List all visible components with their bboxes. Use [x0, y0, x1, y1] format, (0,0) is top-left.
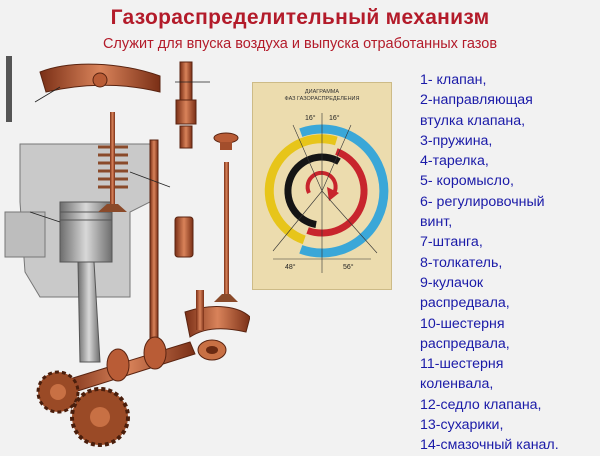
oil-channel-part — [197, 339, 227, 361]
intake-phase-arc — [264, 134, 338, 245]
legend-line: 10-шестерня — [420, 315, 505, 332]
legend-line: 11-шестерня — [420, 356, 504, 373]
lower-rocker — [184, 290, 251, 338]
legend-line: 12-седло клапана, — [420, 396, 542, 413]
angle-guide-lines — [272, 113, 378, 273]
technical-reference-text — [6, 56, 12, 122]
parts-legend: 1- клапан, 2-направляющая втулка клапана, 3… — [420, 70, 600, 456]
legend-line: коленвала, — [420, 376, 494, 393]
valve — [98, 112, 127, 212]
legend-line: распредвала, — [420, 335, 510, 352]
valve-mechanism-illustration — [0, 52, 251, 450]
legend-line: 14-смазочный канал. — [420, 437, 559, 454]
legend-line: 6- регулировочный — [420, 193, 545, 210]
compression-stroke-arc — [284, 153, 341, 228]
legend-line: винт, — [420, 214, 453, 231]
tappet — [174, 216, 194, 258]
legend-line: 13-сухарики, — [420, 417, 504, 434]
spare-valve — [214, 162, 238, 302]
legend-line: 2-направляющая — [420, 92, 533, 109]
callout-lines — [29, 81, 210, 223]
power-stroke-arc — [306, 148, 368, 237]
legend-line: 5- коромысло, — [420, 173, 514, 190]
angle-label-bottom-right: 56° — [343, 263, 354, 271]
legend-line: втулка клапана, — [420, 112, 526, 129]
legend-line: 3-пружина, — [420, 132, 493, 149]
legend-line: распредвала, — [420, 295, 510, 312]
legend-line: 4-тарелка, — [420, 153, 489, 170]
valve-plate — [213, 132, 239, 150]
camshaft-gear — [70, 387, 130, 447]
timing-diagram-heading-1: ДИАГРАММА — [305, 89, 339, 95]
legend-line: 9-кулачок — [420, 274, 484, 291]
page-title: Газораспределительный механизм — [110, 6, 490, 29]
crankshaft-gear — [36, 370, 80, 414]
exhaust-phase-arc — [299, 124, 389, 258]
legend-line: 1- клапан, — [420, 72, 487, 88]
angle-label-bottom-left: 48° — [285, 263, 296, 271]
rotation-arrow — [305, 170, 338, 197]
timing-diagram-heading-2: ФАЗ ГАЗОРАСПРЕДЕЛЕНИЯ — [285, 96, 360, 102]
legend-line: 7-штанга, — [420, 234, 483, 251]
angle-label-top-left: 16° — [305, 114, 316, 122]
piston — [59, 201, 113, 363]
adjusting-screw — [175, 61, 197, 149]
angle-label-top-right: 16° — [329, 114, 340, 122]
push-rod — [149, 139, 159, 341]
page-subtitle: Служит для впуска воздуха и выпуска отра… — [102, 36, 498, 52]
valve-timing-diagram: ДИАГРАММА ФАЗ ГАЗОРАСПРЕДЕЛЕНИЯ 16° 16° … — [252, 82, 392, 290]
rocker-arm — [39, 63, 161, 93]
legend-line: 8-толкатель, — [420, 254, 503, 271]
rotation-arrow-head — [327, 187, 339, 201]
